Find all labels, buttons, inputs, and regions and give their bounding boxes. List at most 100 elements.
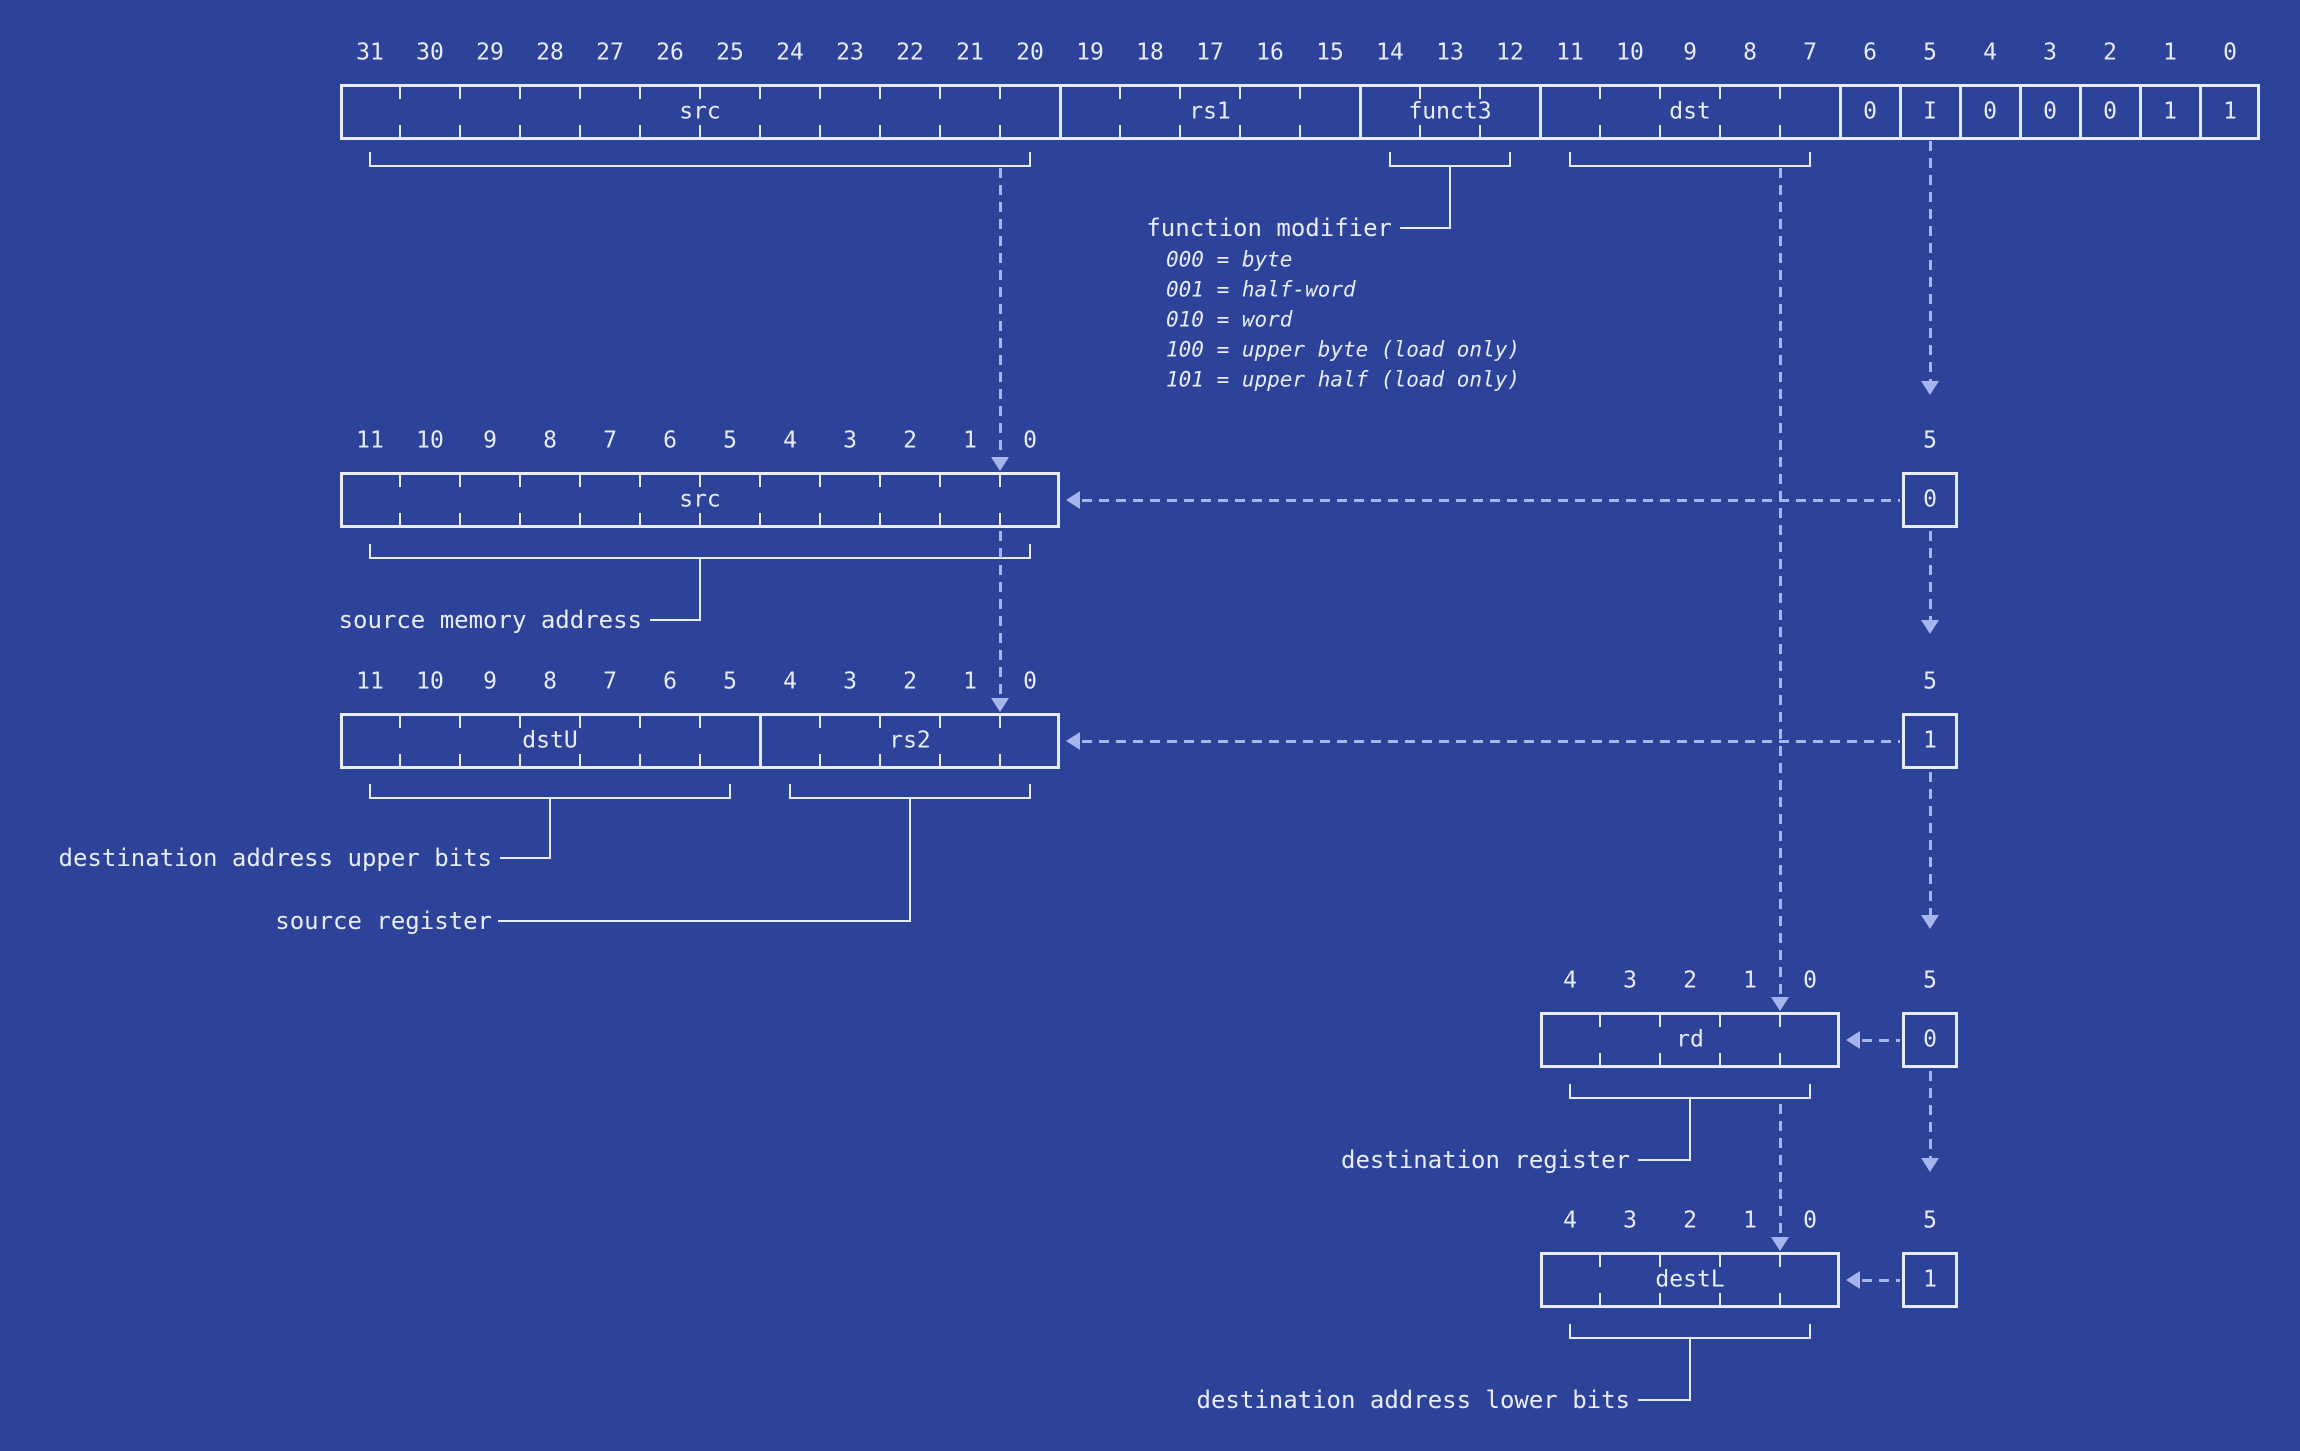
rd-stem xyxy=(1689,1097,1691,1161)
instruction-bit-index-label: 23 xyxy=(836,39,864,66)
src-transfer-line xyxy=(998,168,1002,457)
imm-bit-value: 1 xyxy=(1923,727,1937,754)
imm-bit-index-label: 5 xyxy=(1923,668,1937,695)
dst-upper-bit-tick xyxy=(939,754,941,766)
dstu-stem xyxy=(549,797,551,859)
src-transfer-line-2 xyxy=(998,531,1002,698)
instruction-bit-index-label: 27 xyxy=(596,39,624,66)
imm-line-2 xyxy=(1928,531,1932,620)
dst-upper-bit-tick xyxy=(519,754,521,766)
dst-upper-bit-tick xyxy=(999,716,1001,728)
instruction-bit-index-label: 18 xyxy=(1136,39,1164,66)
funct3-field-bracket-tick xyxy=(1509,152,1511,165)
instruction-bit-tick xyxy=(1719,87,1721,99)
src-address-caption: source memory address xyxy=(338,606,642,634)
instruction-bit-index-label: 14 xyxy=(1376,39,1404,66)
imm-bit-index-label: 5 xyxy=(1923,1207,1937,1234)
imm-feed-line-2 xyxy=(1082,739,1900,743)
imm-feed-line-1 xyxy=(1082,498,1900,502)
rd-bracket-tick xyxy=(1569,1084,1571,1097)
imm-bit-box xyxy=(1902,1252,1958,1308)
funct3-field-bracket-tick xyxy=(1389,152,1391,165)
instruction-bit-tick xyxy=(1419,87,1421,99)
destl-bit-tick xyxy=(1779,1293,1781,1305)
instruction-bit-tick xyxy=(759,87,761,99)
instruction-bit-index-label: 25 xyxy=(716,39,744,66)
rd-bracket-tick xyxy=(1809,1084,1811,1097)
function-modifier-option: 010 = word xyxy=(1166,307,1293,332)
src-address-bit-tick xyxy=(939,475,941,487)
rd-bit-index-label: 4 xyxy=(1563,967,1577,994)
src-address-bit-tick xyxy=(879,475,881,487)
dst-upper-bit-index-label: 9 xyxy=(483,668,497,695)
dst-upper-bit-tick xyxy=(579,754,581,766)
instruction-bit-tick xyxy=(939,125,941,137)
instruction-bit-tick xyxy=(999,125,1001,137)
destl-bit-index-label: 0 xyxy=(1803,1207,1817,1234)
rd-bit-tick xyxy=(1779,1015,1781,1027)
instruction-bit-tick xyxy=(1239,87,1241,99)
src-field-bracket-line xyxy=(369,165,1031,167)
instruction-field-divider xyxy=(2078,84,2082,140)
rd-box xyxy=(1540,1012,1840,1068)
instruction-bit-tick xyxy=(519,125,521,137)
dst-transfer-line-2 xyxy=(1778,1104,1782,1237)
src-address-bit-tick xyxy=(939,513,941,525)
dst-upper-bit-tick xyxy=(519,716,521,728)
imm-line-3 xyxy=(1928,772,1932,915)
rd-field-label: rd xyxy=(1676,1026,1704,1053)
dst-upper-bit-index-label: 0 xyxy=(1023,668,1037,695)
dst-upper-bit-index-label: 3 xyxy=(843,668,857,695)
instruction-field-divider xyxy=(1838,84,1842,140)
dst-upper-bit-tick xyxy=(699,716,701,728)
src-address-bit-tick xyxy=(699,475,701,487)
instruction-field-divider xyxy=(1358,84,1362,140)
instruction-bit-tick xyxy=(879,87,881,99)
rd-bit-index-label: 1 xyxy=(1743,967,1757,994)
instruction-bit-tick xyxy=(879,125,881,137)
instruction-bit-index-label: 26 xyxy=(656,39,684,66)
src-address-bit-tick xyxy=(759,513,761,525)
dst-upper-bit-tick xyxy=(399,754,401,766)
destl-bit-tick xyxy=(1659,1293,1661,1305)
dst-field-bracket-line xyxy=(1569,165,1811,167)
instruction-bit-tick xyxy=(459,125,461,137)
src-address-bit-tick xyxy=(759,475,761,487)
dst-transfer-arrow-icon xyxy=(1771,997,1789,1011)
dst-upper-bit-index-label: 2 xyxy=(903,668,917,695)
instruction-bit-tick xyxy=(399,87,401,99)
dstu-connector xyxy=(500,857,550,859)
dst-upper-box xyxy=(340,713,1060,769)
destl-bit-tick xyxy=(1719,1293,1721,1305)
src-address-bit-tick xyxy=(579,475,581,487)
instruction-field-divider xyxy=(1538,84,1542,140)
dst-transfer-arrow-2-icon xyxy=(1771,1237,1789,1251)
imm-line-4 xyxy=(1928,1071,1932,1158)
rs2-connector xyxy=(498,920,910,922)
function-modifier-label: function modifier xyxy=(1146,214,1392,242)
destl-bit-tick xyxy=(1599,1293,1601,1305)
instruction-bit-tick xyxy=(1779,87,1781,99)
dst-upper-bit-index-label: 11 xyxy=(356,668,384,695)
src-address-stem xyxy=(699,557,701,621)
rd-bit-index-label: 0 xyxy=(1803,967,1817,994)
instruction-bit-tick xyxy=(1239,125,1241,137)
instruction-field-label: I xyxy=(1923,98,1937,125)
instruction-bit-tick xyxy=(1659,87,1661,99)
src-transfer-arrow-icon xyxy=(991,457,1009,471)
imm-arrow-3-icon xyxy=(1921,915,1939,929)
instruction-field-label: 0 xyxy=(2103,98,2117,125)
src-address-bit-tick xyxy=(399,475,401,487)
imm-bit-box xyxy=(1902,713,1958,769)
src-address-bit-index-label: 9 xyxy=(483,427,497,454)
imm-feed-arrow-4-icon xyxy=(1846,1271,1860,1289)
instruction-field-label: rs1 xyxy=(1189,98,1231,125)
dst-upper-bit-tick xyxy=(459,716,461,728)
instruction-bit-tick xyxy=(519,87,521,99)
instruction-bit-index-label: 2 xyxy=(2103,39,2117,66)
destl-bit-index-label: 1 xyxy=(1743,1207,1757,1234)
dst-upper-bit-index-label: 8 xyxy=(543,668,557,695)
instruction-bit-index-label: 4 xyxy=(1983,39,1997,66)
instruction-bit-tick xyxy=(1599,87,1601,99)
instruction-bit-tick xyxy=(639,125,641,137)
